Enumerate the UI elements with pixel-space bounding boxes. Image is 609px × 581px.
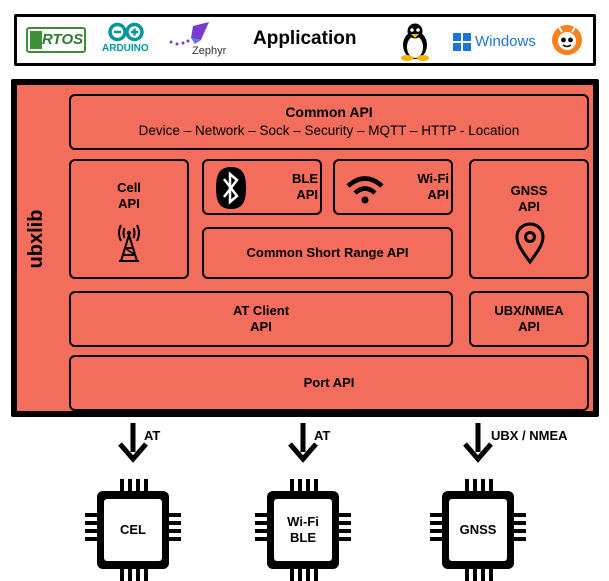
wifi-icon: [346, 176, 384, 204]
windows-icon: [453, 33, 471, 51]
chip-gnss-label: GNSS: [459, 522, 497, 537]
port-api-box: Port API: [69, 355, 589, 411]
arduino-infinity-icon: [108, 22, 144, 42]
chip-cel-pins: [85, 479, 181, 581]
arrow-wifi-ble: [288, 423, 318, 463]
freertos-logo-text: RTOS: [42, 31, 84, 48]
ble-api-label: BLE API: [292, 171, 318, 202]
connection-label-wifi-ble: AT: [314, 428, 331, 443]
windows-logo-text: Windows: [475, 33, 536, 50]
application-bar: RTOS ARDUINO Zephyr Application: [14, 14, 596, 66]
cell-api-box: Cell API: [69, 159, 189, 279]
zephyr-logo-text: Zephyr: [192, 45, 227, 57]
connection-label-cel: AT: [144, 428, 161, 443]
wifi-api-label: Wi-Fi API: [417, 171, 449, 202]
wifi-api-box: Wi-Fi API: [333, 159, 453, 215]
chip-cel-label: CEL: [120, 522, 146, 537]
bluetooth-icon: [216, 167, 246, 209]
zephyr-logo: Zephyr: [165, 22, 245, 62]
port-api-label: Port API: [303, 375, 355, 390]
chip-gnss-inner: GNSS: [449, 499, 507, 561]
common-short-range-api-box: Common Short Range API: [202, 227, 453, 279]
ubx-nmea-api-label: UBX/NMEA API: [494, 303, 564, 334]
chip-cel-inner: CEL: [104, 499, 162, 561]
freertos-logo-mark: [30, 31, 42, 49]
connection-label-gnss: UBX / NMEA: [491, 428, 568, 443]
chip-wifi-ble-pins: [255, 479, 351, 581]
application-title: Application: [253, 28, 357, 49]
common-short-range-api-label: Common Short Range API: [246, 245, 409, 260]
platformio-icon: [552, 25, 582, 55]
common-api-box: Common API Device – Network – Sock – Sec…: [69, 94, 589, 150]
common-api-subtitle: Device – Network – Sock – Security – MQT…: [138, 123, 520, 138]
chip-gnss-pins: [430, 479, 526, 581]
chip-wifi-ble-label: Wi-Fi BLE: [287, 514, 319, 545]
chip-gnss: GNSS: [430, 471, 526, 581]
zephyr-kite-icon: [169, 22, 209, 46]
location-pin-icon: [515, 222, 545, 265]
arduino-logo-text: ARDUINO: [102, 43, 149, 54]
chip-wifi-ble: Wi-Fi BLE: [255, 471, 351, 581]
cell-tower-icon: [118, 224, 140, 262]
ubxlib-stack: ubxlib Common API Device – Network – Soc…: [11, 79, 599, 417]
chip-wifi-ble-inner: Wi-Fi BLE: [274, 499, 332, 561]
ubx-nmea-api-box: UBX/NMEA API: [469, 291, 589, 347]
arduino-logo: ARDUINO: [95, 22, 157, 62]
linux-penguin-icon: [401, 23, 429, 61]
common-api-title: Common API: [285, 104, 373, 120]
ble-api-box: BLE API: [202, 159, 322, 215]
freertos-logo: RTOS: [26, 27, 86, 53]
at-client-api-label: AT Client API: [232, 303, 290, 334]
arrow-cel: [118, 423, 148, 463]
cell-api-label: Cell API: [117, 180, 141, 211]
gnss-api-label: GNSS API: [510, 183, 548, 214]
gnss-api-box: GNSS API: [469, 159, 589, 279]
at-client-api-box: AT Client API: [69, 291, 453, 347]
arrow-gnss: [463, 423, 493, 463]
chip-cel: CEL: [85, 471, 181, 581]
